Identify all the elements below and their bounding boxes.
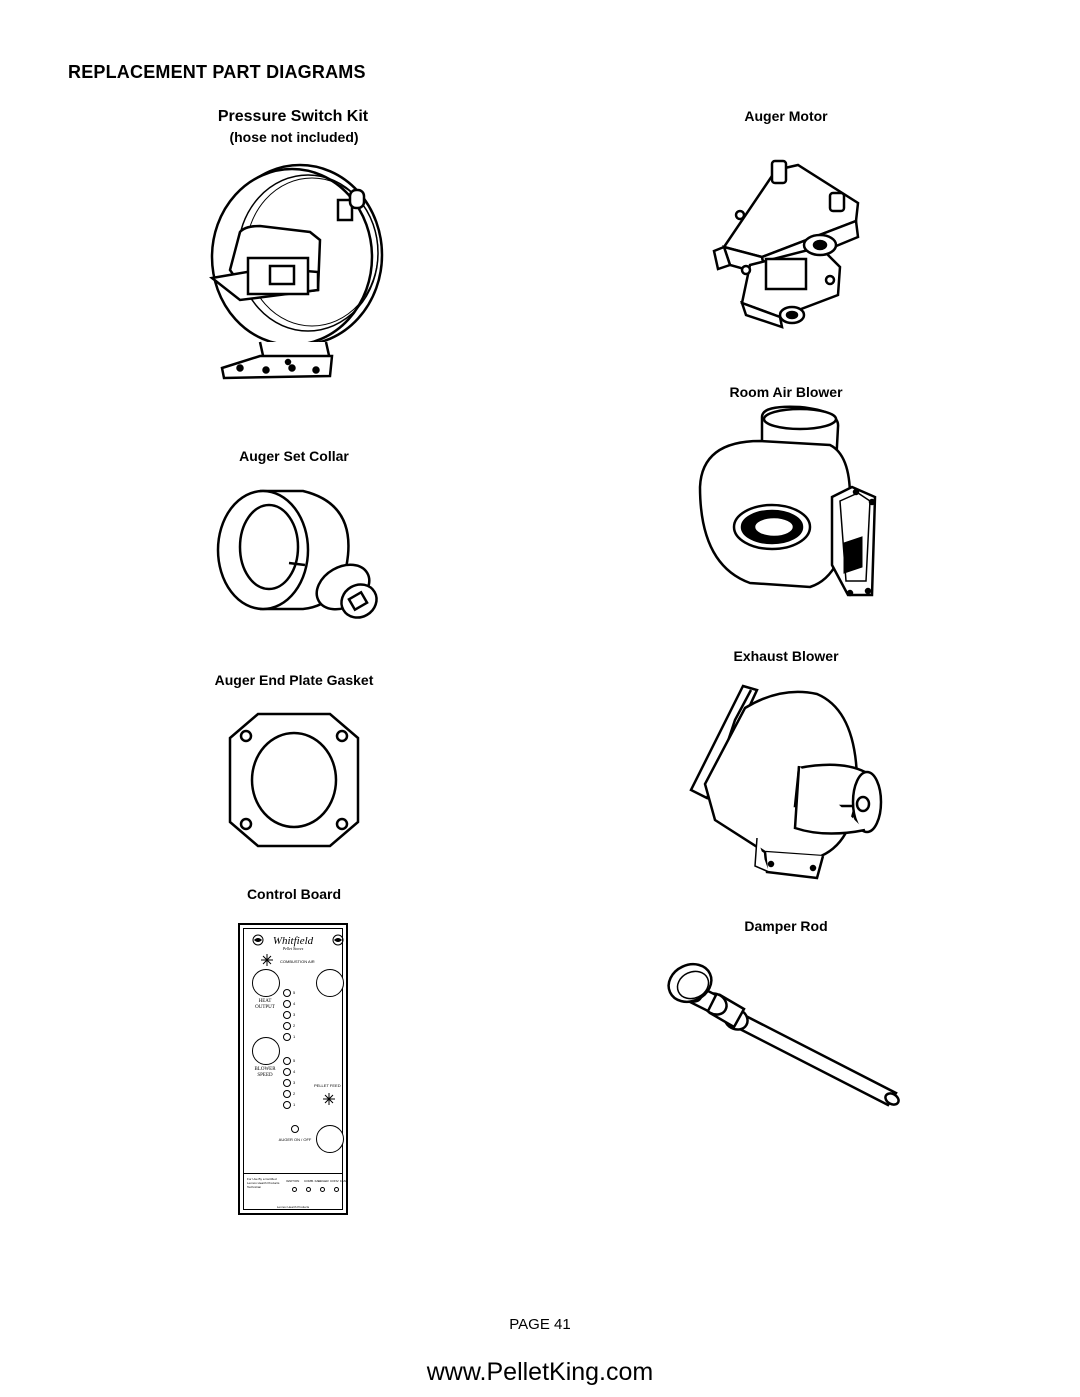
heat-output-label: HEAT OUTPUT <box>255 999 275 1010</box>
heat-output-button[interactable] <box>252 969 280 997</box>
blower-led-5 <box>283 1057 291 1065</box>
blower-level-label: 1 <box>293 1102 296 1107</box>
status-led-auger <box>320 1187 325 1192</box>
blower-level-label: 5 <box>293 1058 296 1063</box>
auger-motor-drawing <box>710 155 860 330</box>
pressure-switch-kit-note: (hose not included) <box>229 129 359 145</box>
exhaust-blower-drawing <box>685 680 890 880</box>
heat-led-2 <box>283 1022 291 1030</box>
status-led-comb-fan <box>306 1187 311 1192</box>
technician-note: For Use By a Certified Lennox Hearth Pro… <box>247 1177 280 1189</box>
pressure-switch-kit-caption: Pressure Switch Kit <box>217 108 369 125</box>
heat-led-5 <box>283 989 291 997</box>
status-label-auger: AUGER <box>318 1179 329 1183</box>
page-number: PAGE 41 <box>509 1316 571 1333</box>
heat-led-1 <box>283 1033 291 1041</box>
damper-rod-drawing <box>660 955 905 1110</box>
globe-logo-icon <box>252 934 264 946</box>
blower-level-label: 3 <box>293 1080 296 1085</box>
auger-led <box>291 1125 299 1133</box>
heat-led-3 <box>283 1011 291 1019</box>
auger-on-off-button[interactable] <box>316 1125 344 1153</box>
control-board-caption: Control Board <box>246 886 342 902</box>
combustion-air-label: COMBUSTION AIR <box>280 959 315 964</box>
brand-subtitle: Pellet Stoves <box>282 946 304 951</box>
website-link[interactable]: www.PelletKing.com <box>426 1358 654 1386</box>
heat-level-label: 3 <box>293 1012 296 1017</box>
panel-divider <box>244 1173 342 1174</box>
blower-level-label: 2 <box>293 1091 296 1096</box>
auger-end-plate-gasket-caption: Auger End Plate Gasket <box>214 672 374 688</box>
status-led-conv-fan <box>334 1187 339 1192</box>
heat-level-label: 2 <box>293 1023 296 1028</box>
room-air-blower-drawing <box>690 405 895 610</box>
status-led-ignition <box>292 1187 297 1192</box>
blower-led-4 <box>283 1068 291 1076</box>
combustion-air-button[interactable] <box>316 969 344 997</box>
page-heading: REPLACEMENT PART DIAGRAMS <box>68 62 366 82</box>
blower-led-3 <box>283 1079 291 1087</box>
heat-level-label: 4 <box>293 1001 296 1006</box>
blower-speed-button[interactable] <box>252 1037 280 1065</box>
room-air-blower-caption: Room Air Blower <box>729 384 843 400</box>
status-label-conv-fan: CONV. FAN <box>330 1179 346 1183</box>
auger-on-off-label: AUGER ON / OFF <box>278 1137 312 1142</box>
auger-set-collar-caption: Auger Set Collar <box>239 448 349 464</box>
blower-led-1 <box>283 1101 291 1109</box>
pressure-switch-kit-drawing <box>200 160 390 385</box>
manufacturer-label: Lennox Hearth Products <box>276 1205 310 1209</box>
auger-set-collar-drawing <box>213 485 388 625</box>
status-label-comb-fan: COMB. FAN <box>304 1179 321 1183</box>
status-label-ignition: IGNITION <box>286 1179 300 1183</box>
fan-indicator-icon <box>261 954 273 966</box>
blower-level-label: 4 <box>293 1069 296 1074</box>
heat-level-label: 1 <box>293 1034 296 1039</box>
exhaust-blower-caption: Exhaust Blower <box>733 648 839 664</box>
auger-motor-caption: Auger Motor <box>744 108 828 124</box>
heat-level-label: 5 <box>293 990 296 995</box>
heat-led-4 <box>283 1000 291 1008</box>
control-board-panel: Whitfield Pellet Stoves COMBUSTION AIR 5… <box>238 923 348 1215</box>
auger-end-plate-gasket-drawing <box>226 710 362 850</box>
blower-speed-label: BLOWER SPEED <box>254 1067 276 1078</box>
pellet-feed-label: PELLET FEED <box>314 1083 341 1088</box>
brand-logo: Whitfield <box>272 935 314 947</box>
globe-logo-icon <box>332 934 344 946</box>
blower-led-2 <box>283 1090 291 1098</box>
pellet-feed-indicator-icon <box>323 1093 335 1105</box>
damper-rod-caption: Damper Rod <box>744 918 828 934</box>
